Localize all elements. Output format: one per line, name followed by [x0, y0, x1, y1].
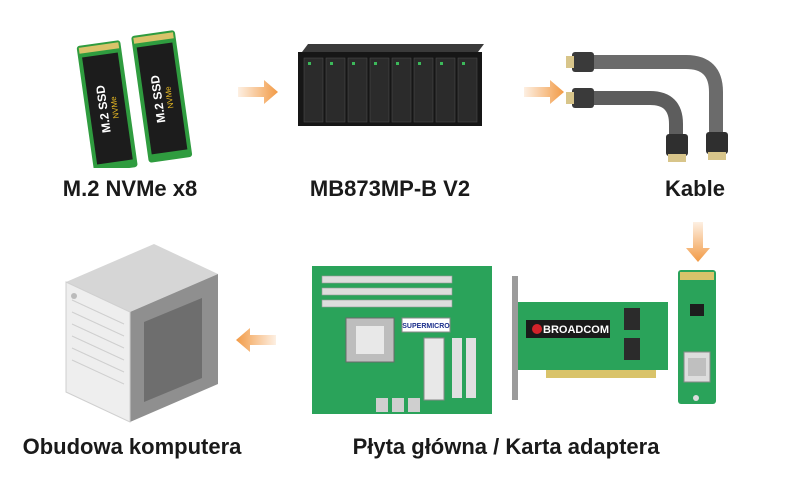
m2-adapter-image: [676, 268, 718, 408]
pc-case-image: [58, 242, 224, 424]
ssd-brand-text-2: NVMe: [163, 85, 175, 109]
case-label: Obudowa komputera: [22, 434, 242, 459]
arrow-right-icon: [524, 80, 564, 104]
ssd-chip-text: M.2 SSD: [93, 84, 114, 134]
ssd-chip-text-2: M.2 SSD: [148, 74, 169, 124]
motherboard-image: SUPERMICRO BROADCOM: [306, 262, 668, 418]
card-brand-text: BROADCOM: [543, 324, 609, 336]
enclosure-label: MB873MP-B V2: [309, 176, 471, 201]
arrow-left-icon: [236, 328, 276, 352]
ssd-pair-image: M.2 SSD NVMe M.2 SSD NVMe: [70, 28, 200, 168]
board-brand-text: SUPERMICRO: [402, 323, 450, 330]
arrow-right-icon: [238, 80, 278, 104]
cables-label: Kable: [665, 176, 725, 201]
enclosure-image: [292, 40, 488, 130]
ssd-brand-text: NVMe: [109, 95, 121, 119]
motherboard-label: Płyta główna / Karta adaptera: [352, 434, 660, 459]
ssd-label: M.2 NVMe x8: [62, 176, 198, 201]
cables-image: [566, 40, 746, 166]
arrow-down-icon: [686, 222, 710, 262]
